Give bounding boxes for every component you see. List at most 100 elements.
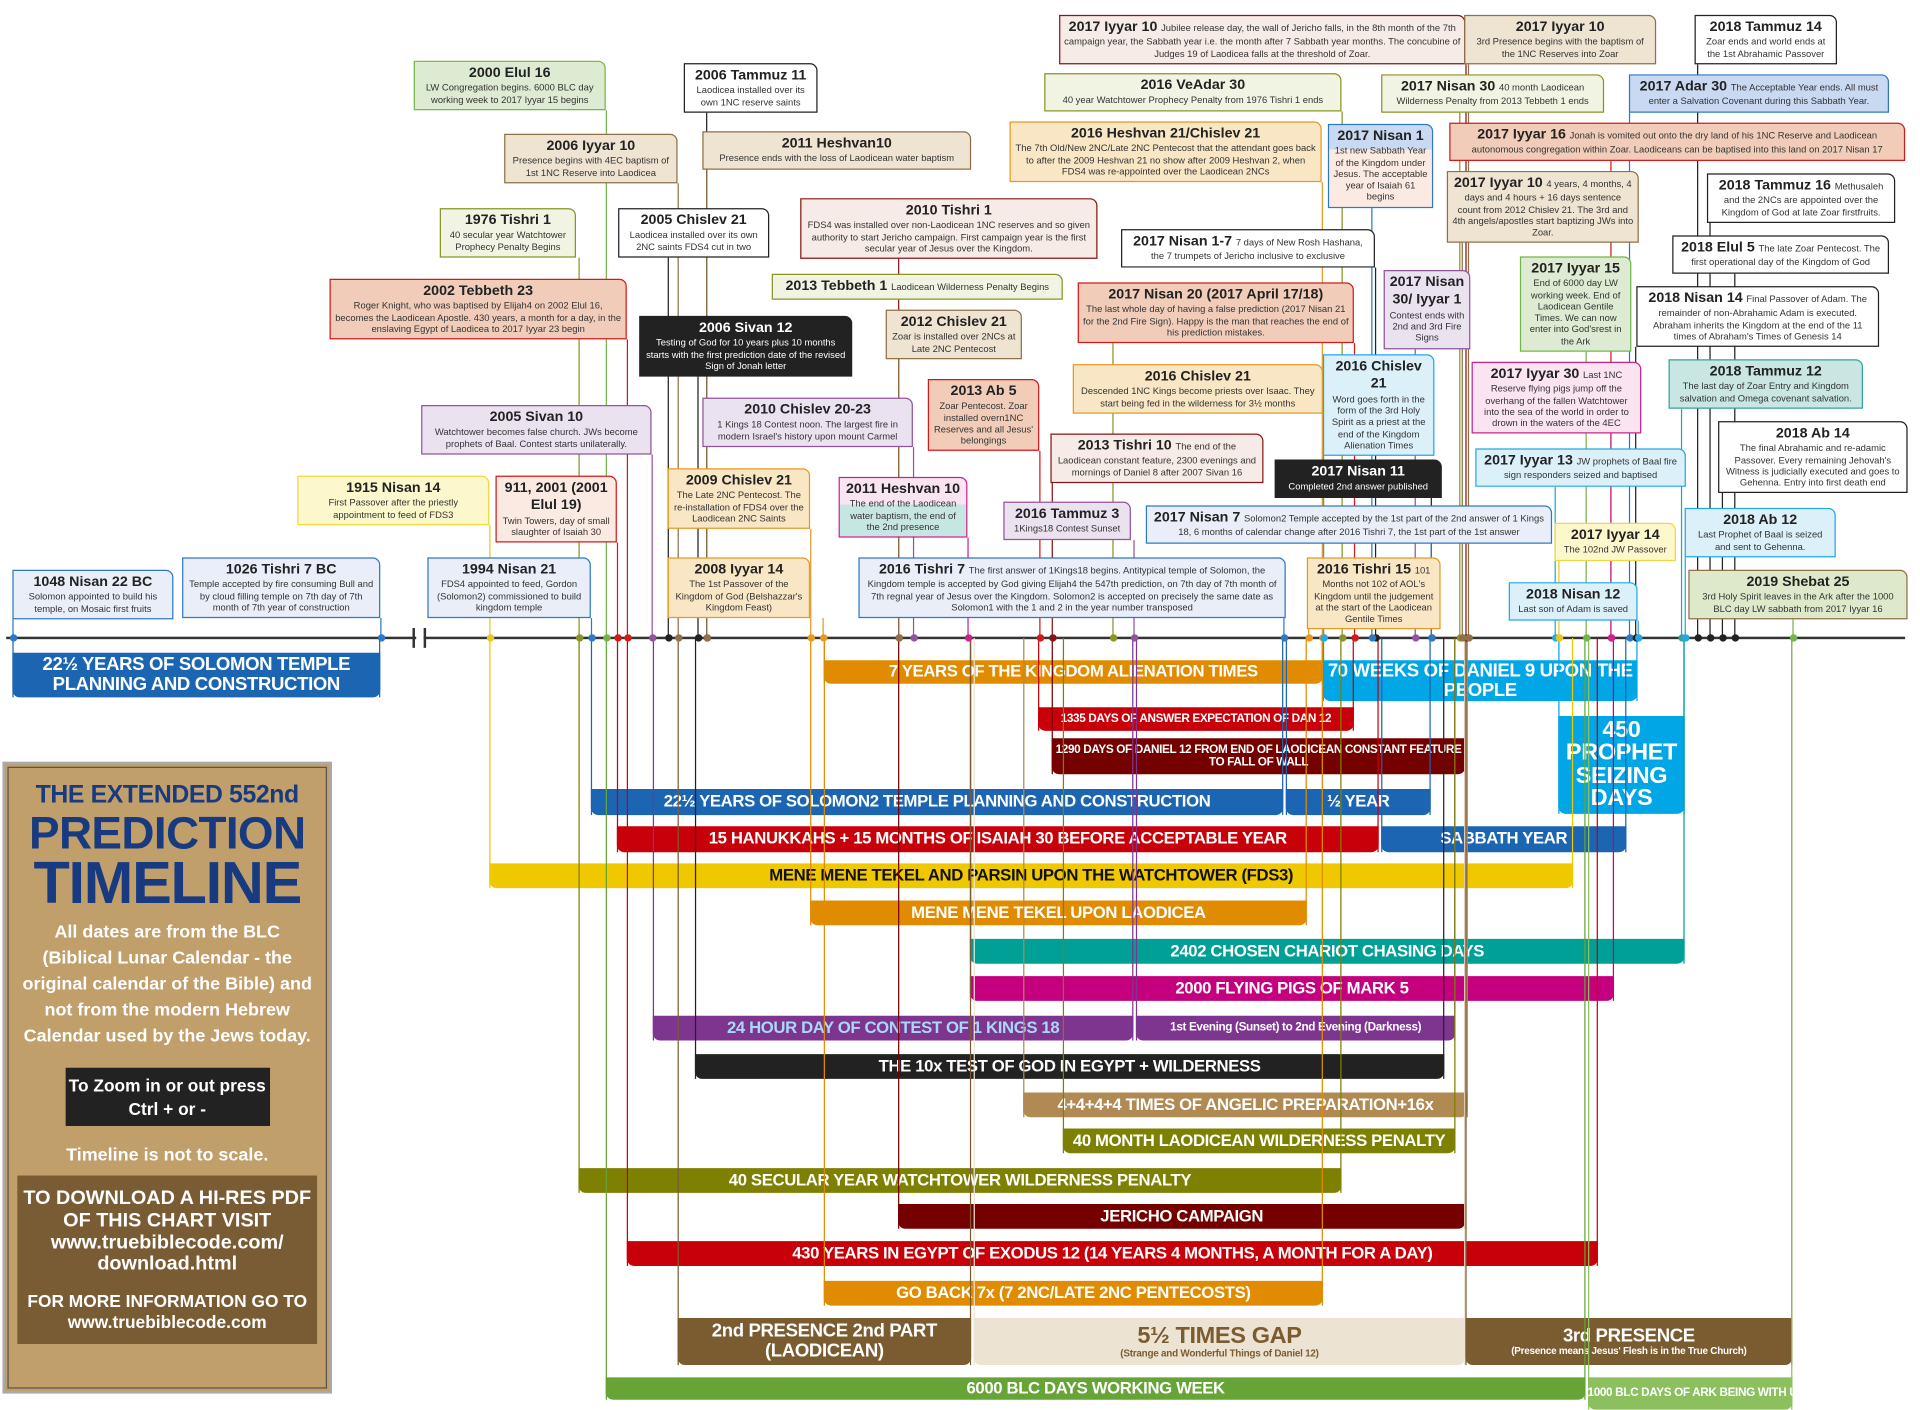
callout-date: 2016 Tammuz 3 [1014,506,1120,522]
callout-text: The end of the Laodicean water baptism, … [849,498,957,533]
callout-text: Completed 2nd answer published [1288,481,1429,493]
callout-connector-line [1637,620,1640,638]
bar-title: 40 MONTH LAODICEAN WILDERNESS PENALTY [1072,1130,1446,1150]
period-bar-label: 22½ YEARS OF SOLOMON TEMPLE PLANNING AND… [11,652,381,698]
callout-text: Zoar is installed over 2NCs at Late 2NC … [892,331,1016,354]
timeline-date-marker [1625,634,1634,642]
period-bar-7-years-of-the-kingdom-alienation-times: 7 YEARS OF THE KINGDOM ALIENATION TIMES [823,637,1324,684]
callout-text: The 7th Old/New 2NC/Late 2NC Pentecost t… [1015,142,1316,177]
callout-connector-line [1684,557,1687,638]
callout-connector-line [1465,64,1467,638]
callout-date: 2000 Elul 16 [468,65,551,81]
callout-date: 2005 Chislev 21 [640,213,747,228]
callout-text: 40 year Watchtower Prophecy Penalty from… [1062,94,1324,106]
callout-date: 2008 Iyyar 14 [694,562,784,578]
callout-text: Solomon appointed to build his temple, o… [28,591,158,614]
callout-date: 2018 Tammuz 16 [1718,178,1831,194]
callout-connector-line [1467,64,1470,638]
callout-connector-line [616,542,619,638]
timeline-date-marker [1368,634,1376,642]
callout-text: 7 days of New Rosh Hashana, the 7 trumpe… [1151,236,1363,262]
period-bar-year: ½ YEAR [1285,637,1432,816]
more-info: FOR MORE INFORMATION GO TO www.truebible… [22,1291,312,1334]
more-info-link[interactable]: www.truebiblecode.com [67,1312,267,1333]
callout-text: Zoar Pentecost. Zoar installed overn1NC … [933,400,1034,447]
callout-date: 1026 Tishri 7 BC [225,562,337,578]
callout-text: Presence ends with the loss of Laodicean… [719,152,955,164]
period-bar-mene-mene-tekel-and-parsin-upon-the-watchtower-fds3: MENE MENE TEKEL AND PARSIN UPON THE WATC… [488,637,1574,889]
timeline-date-marker [1427,634,1436,642]
period-bar-label: 40 MONTH LAODICEAN WILDERNESS PENALTY [1062,1128,1456,1154]
callout-date: 911, 2001 (2001 Elul 19) [504,480,608,514]
bar-subtitle: (Presence means Jesus' Flesh is in the T… [1511,1344,1747,1356]
bar-title: 1335 DAYS OF ANSWER EXPECTATION OF DAN 1… [1060,711,1332,726]
callout-connector-line [1283,618,1285,638]
bar-title: 1st Evening (Sunset) to 2nd Evening (Dar… [1170,1020,1422,1035]
callout-date: 2017 Iyyar 10 [1068,19,1158,35]
period-bar-2nd-presence-2nd-part-laodicean: 2nd PRESENCE 2nd PART (LAODICEAN) [677,637,972,1366]
callout-text: 101 Months not 102 of AOL's Kingdom unti… [1314,564,1434,625]
callout-text: Testing of God for 10 years plus 10 mont… [646,337,846,372]
timeline-date-marker [613,634,622,642]
callout-text: FDS4 was installed over non-Laodicean 1N… [807,219,1091,254]
callout-connector-line [1635,346,1637,638]
timeline-date-marker [909,634,918,642]
callout-connector-line [810,528,812,638]
period-bar-label: 1st Evening (Sunset) to 2nd Evening (Dar… [1135,1015,1456,1041]
callout-text: 40 secular year Watchtower Prophecy Pena… [449,229,566,253]
bar-title: 24 HOUR DAY OF CONTEST OF 1 KINGS 18 [726,1018,1060,1037]
callout-date: 2018 Ab 12 [1723,512,1798,528]
callout-text: The first answer of 1Kings18 begins. Ant… [867,564,1277,614]
bar-title: ½ YEAR [1326,792,1390,811]
bar-title: MENE MENE TEKEL AND PARSIN UPON THE WATC… [769,865,1294,885]
period-bar-label: GO BACK 7x (7 2NC/LATE 2NC PENTECOSTS) [823,1280,1324,1306]
period-bar-4-4-4-4-times-of-angelic-preparation-16x: 4+4+4+4 TIMES OF ANGELIC PREPARATION+16x [1022,637,1469,1118]
zoom-hint: To Zoom in or out press Ctrl + or - [65,1067,270,1127]
timeline-date-marker [602,634,611,642]
callout-date: 2018 Ab 14 [1775,426,1850,441]
callout-text: End of 6000 day LW working week. End of … [1529,277,1622,347]
timeline-date-marker [377,634,385,642]
period-bar-label: 1290 DAYS OF DANIEL 12 FROM END OF LAODI… [1051,738,1466,775]
period-bar-sabbath-year: SABBATH YEAR [1380,637,1627,853]
callout-date: 2017 Iyyar 14 [1570,527,1660,543]
bar-title: 22½ YEARS OF SOLOMON2 TEMPLE PLANNING AN… [663,792,1211,811]
period-bar-5-times-gap: 5½ TIMES GAP(Strange and Wonderful Thing… [973,637,1466,1366]
period-bar-label: 430 YEARS IN EGYPT OF EXODUS 12 (14 YEAR… [626,1241,1599,1266]
callout-connector-line [380,618,382,638]
period-bar-1000-blc-days-of-ark-being-with-us-lw-sabbath: 1000 BLC DAYS OF ARK BEING WITH US - LW … [1587,637,1793,1410]
period-bar-label: ½ YEAR [1285,789,1432,816]
callout-date: 2016 Tishri 15 [1317,562,1411,578]
bar-title: 7 YEARS OF THE KINGDOM ALIENATION TIMES [888,661,1258,681]
download-link[interactable]: www.truebiblecode.com/ download.html [50,1232,284,1275]
period-bar-40-secular-year-watchtower-wilderness-penalty: 40 SECULAR YEAR WATCHTOWER WILDERNESS PE… [577,637,1342,1193]
callout-date: 2017 Nisan 20 (2017 April 17/18) [1108,287,1324,303]
bar-title: 2nd PRESENCE 2nd PART (LAODICEAN) [711,1320,938,1362]
callout-date: 2016 Tishri 7 [878,562,966,578]
bar-title: 5½ TIMES GAP [1137,1322,1302,1349]
callout-date: 2017 Nisan 30/ Iyyar 1 [1389,274,1465,308]
timeline-date-marker [702,634,711,642]
callout-date: 2017 Iyyar 10 [1453,175,1543,191]
